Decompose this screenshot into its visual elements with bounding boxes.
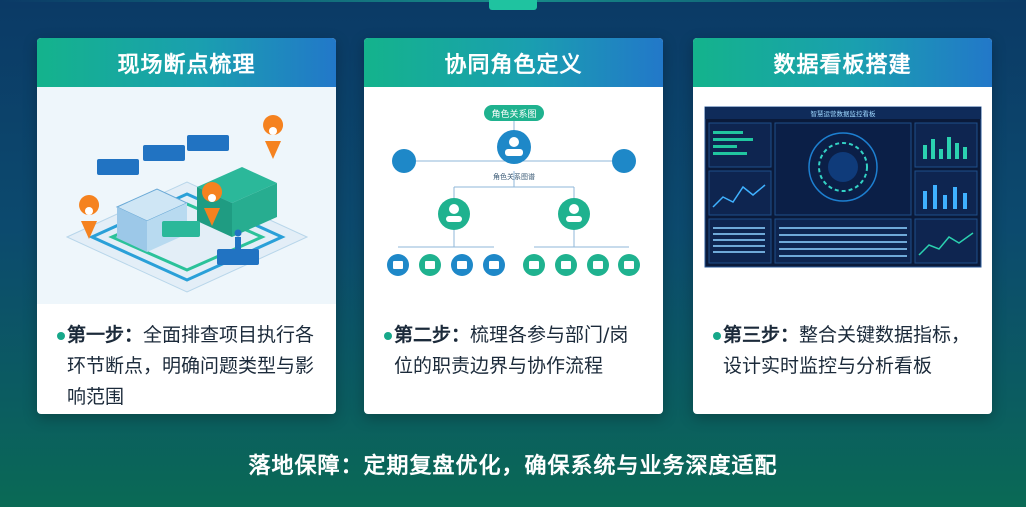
step-description: 梳理各参与部门/岗位的职责边界与协作流程: [394, 324, 629, 377]
role-hierarchy-illustration: 角色关系图 角色关系图谱: [364, 87, 663, 304]
card-title: 数据看板搭建: [693, 38, 992, 87]
step-description: 全面排查项目执行各环节断点，明确问题类型与影响范围: [67, 324, 315, 408]
map-pin-icon: [202, 182, 223, 226]
site-map-svg: [37, 87, 336, 304]
step-label: 第一步：: [67, 324, 144, 346]
card-description: 第一步：全面排查项目执行各环节断点，明确问题类型与影响范围: [37, 304, 336, 413]
step-label: 第三步：: [723, 324, 800, 346]
footer-guarantee-text: 落地保障：定期复盘优化，确保系统与业务深度适配: [248, 454, 778, 479]
diagram-title: 角色关系图: [491, 108, 536, 120]
card-dashboard-build: 数据看板搭建 智慧运营数据监控看板: [693, 38, 992, 414]
dashboard-title: 智慧运营数据监控看板: [811, 109, 877, 118]
step-description: 整合关键数据指标，设计实时监控与分析看板: [723, 324, 971, 377]
dashboard-svg: 智慧运营数据监控看板: [693, 87, 992, 304]
role-diagram-svg: 角色关系图 角色关系图谱: [364, 87, 663, 304]
bullet-dot: [384, 332, 392, 340]
card-title: 现场断点梳理: [37, 38, 336, 87]
map-pin-icon: [263, 115, 284, 159]
isometric-site-map-illustration: [37, 87, 336, 304]
center-label: 角色关系图谱: [493, 172, 535, 181]
bullet-dot: [57, 332, 65, 340]
map-pin-icon: [79, 195, 100, 239]
card-role-definition: 协同角色定义 角色关系图 角色关系图谱: [364, 38, 663, 414]
dashboard-illustration: 智慧运营数据监控看板: [693, 87, 992, 304]
card-description: 第二步：梳理各参与部门/岗位的职责边界与协作流程: [364, 304, 663, 382]
step-label: 第二步：: [394, 324, 471, 346]
card-site-breakpoints: 现场断点梳理: [37, 38, 336, 414]
bullet-dot: [713, 332, 721, 340]
top-accent-bar: [489, 0, 537, 10]
card-title: 协同角色定义: [364, 38, 663, 87]
card-description: 第三步：整合关键数据指标，设计实时监控与分析看板: [693, 304, 992, 382]
